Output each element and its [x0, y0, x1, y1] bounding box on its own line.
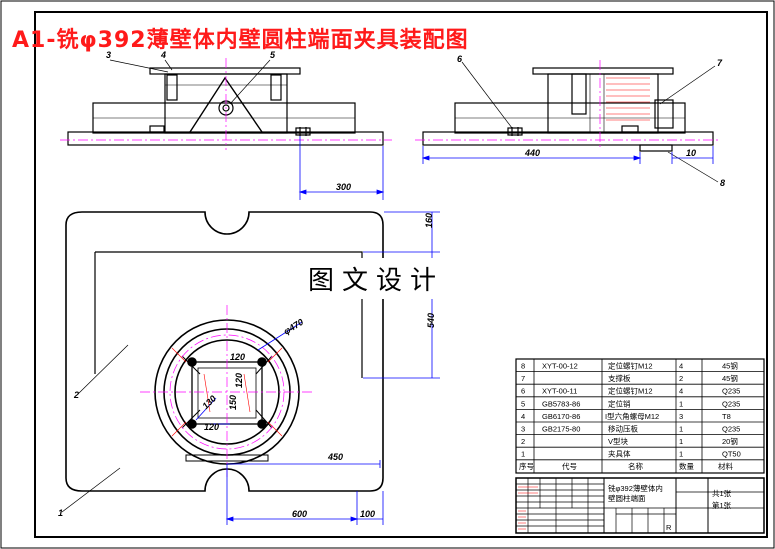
bom-row-4-name: I型六角螺母M12: [605, 411, 659, 421]
bom-row-5-code: GB5783-86: [542, 399, 580, 408]
dim-450-label: 450: [327, 452, 343, 462]
balloon-5-front: 5: [270, 50, 276, 60]
bom-row-2-qty: 1: [679, 437, 683, 446]
side-view-hatch: [606, 77, 650, 121]
bom-row-3-no: 3: [521, 425, 525, 434]
bom-header-mat: 材料: [718, 461, 733, 471]
bom-header-no: 序号: [519, 461, 534, 471]
bom-row-3-mat: Q235: [722, 425, 740, 434]
bom-row-7-name: 支撑板: [608, 373, 631, 383]
bom-header-name: 名称: [628, 461, 643, 471]
bom-row-5-name: 定位销: [608, 398, 631, 408]
bom-row-8-code: XYT-00-12: [542, 362, 578, 371]
dim-440-label: 440: [524, 148, 540, 158]
part-name-line1: 铣φ392薄壁体内: [608, 483, 663, 493]
sheet-no: 第1张: [712, 500, 732, 510]
balloon-8-side: 8: [720, 178, 725, 188]
scale-marker: R: [666, 523, 672, 532]
bom-row-8-no: 8: [521, 362, 525, 371]
bom-row-6-mat: Q235: [722, 387, 740, 396]
dim-100-label: 100: [360, 509, 375, 519]
bom-row-3-name: 移动压板: [608, 424, 638, 434]
bom-row-3-qty: 1: [679, 425, 683, 434]
bom-row-2-mat: 20钢: [722, 436, 738, 446]
bom-row-8-mat: 45钢: [722, 361, 738, 371]
drawing-title: A1-铣φ392薄壁体内壁圆柱端面夹具装配图: [12, 28, 469, 53]
bom-row-1-mat: QT50: [722, 450, 741, 459]
dim-160-label: 160: [424, 213, 434, 228]
bom-table-grid: [515, 358, 765, 474]
balloon-1-plan: 1: [58, 508, 63, 518]
bom-row-4-code: GB6170-86: [542, 412, 580, 421]
side-view-centerlines: [415, 60, 720, 150]
bom-row-7-no: 7: [521, 374, 525, 383]
dim-300-label: 300: [336, 182, 351, 192]
inner-frame: [34, 11, 768, 538]
dim-120c-label: 120: [204, 422, 219, 432]
bom-row-6-name: 定位螺钉M12: [608, 386, 653, 396]
dim-130-label: 130: [200, 393, 218, 411]
plan-view-centerlines: [140, 305, 314, 478]
front-view-leaders: [109, 59, 271, 105]
dim-600-label: 600: [292, 509, 307, 519]
balloon-4-front: 4: [160, 50, 166, 60]
bom-row-6-qty: 4: [679, 387, 683, 396]
bom-row-1-no: 1: [521, 450, 525, 459]
dim-d470-label: φ470: [282, 317, 305, 337]
bom-row-2-name: V型块: [608, 436, 629, 446]
bom-row-6-code: XYT-00-11: [542, 387, 577, 396]
balloon-2-plan: 2: [73, 390, 79, 400]
plan-view-hatch: [171, 347, 283, 437]
watermark-text: 图文设计: [302, 258, 451, 299]
bom-row-1-qty: 1: [679, 450, 683, 459]
title-block-red-lines: [518, 486, 538, 530]
title-block-grid: [515, 477, 765, 534]
side-view-dims: [421, 146, 714, 164]
balloon-7-side: 7: [717, 58, 723, 68]
bom-row-2-no: 2: [521, 437, 525, 446]
bom-header-code: 代号: [562, 461, 577, 471]
part-name-line2: 壁圆柱端面: [608, 493, 646, 503]
bom-row-8-name: 定位螺钉M12: [608, 361, 653, 371]
bom-row-5-mat: Q235: [722, 399, 740, 408]
dim-10-label: 10: [686, 148, 696, 158]
side-view: [422, 67, 714, 152]
plan-view-dims: [195, 211, 440, 525]
bom-row-6-no: 6: [521, 387, 525, 396]
bom-row-7-qty: 2: [679, 374, 683, 383]
plan-view-leaders: [61, 344, 129, 513]
front-view: [67, 67, 384, 146]
bom-row-1-name: 夹具体: [608, 449, 631, 459]
balloon-3-front: 3: [106, 50, 111, 60]
bom-row-7-mat: 45钢: [722, 373, 738, 383]
bom-row-4-mat: T8: [722, 412, 731, 421]
dim-120b-label: 120: [234, 373, 244, 388]
bom-header-qty: 数量: [679, 461, 694, 471]
balloon-6-side: 6: [457, 54, 463, 64]
bom-row-5-qty: 1: [679, 399, 683, 408]
bom-row-4-no: 4: [521, 412, 525, 421]
bom-row-3-code: GB2175-80: [542, 425, 580, 434]
front-view-centerlines: [60, 58, 392, 150]
dim-120a-label: 120: [230, 352, 245, 362]
bom-rows: 8 XYT-00-12 定位螺钉M12 4 45钢 7 支撑板 2 45钢 6 …: [519, 361, 741, 472]
bom-row-5-no: 5: [521, 399, 525, 408]
bom-row-8-qty: 4: [679, 362, 683, 371]
side-view-leaders: [461, 61, 719, 183]
dim-540-label: 540: [426, 313, 436, 328]
dim-150-label: 150: [228, 395, 238, 410]
dim-300: [298, 136, 385, 200]
bom-row-4-qty: 3: [679, 412, 683, 421]
sheets-total: 共1张: [712, 489, 732, 498]
